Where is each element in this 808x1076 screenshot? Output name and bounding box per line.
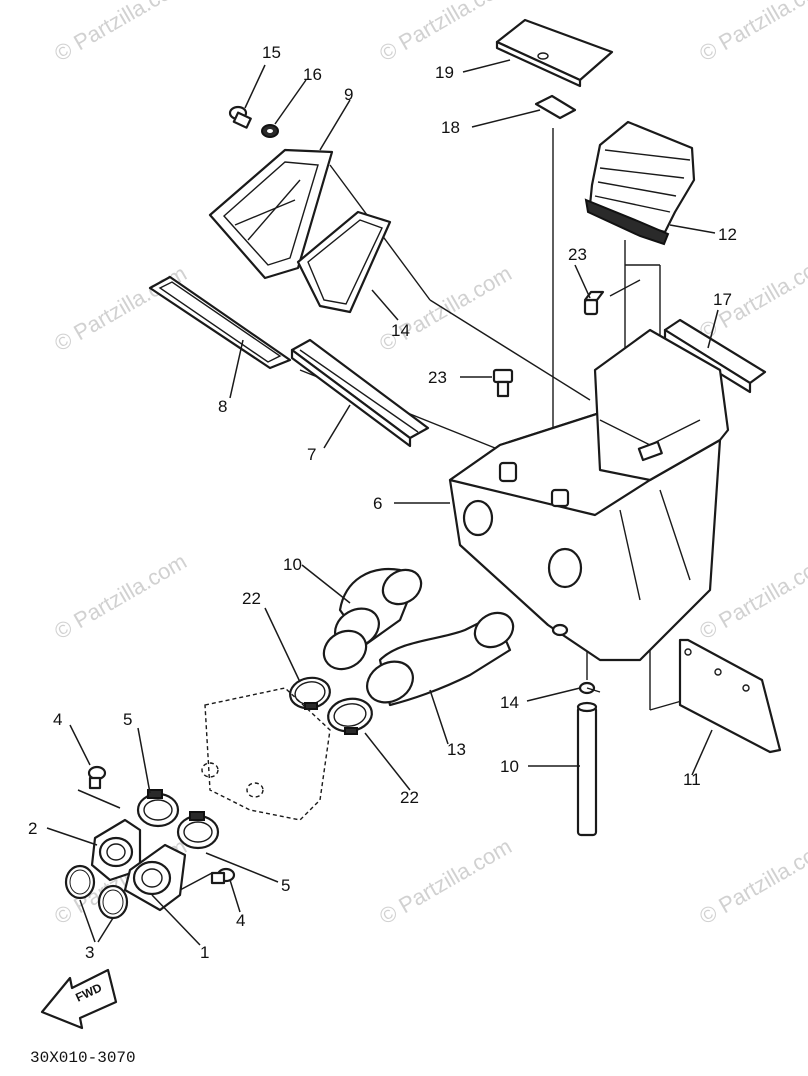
part-9-intake-joint [366,611,515,707]
callout-label-23-lower: 23 [428,368,447,387]
callout-label-16: 14 [391,321,410,340]
callout-label-5-upper: 5 [123,710,132,729]
part-8-filter [148,275,292,370]
diagram-code: 30X010-3070 [30,1049,136,1067]
callout-label-23-upper: 23 [568,245,587,264]
part-10-intake-joint [322,567,423,671]
watermark-text: © Partzilla.com [50,549,191,645]
callout-label-3: 3 [85,943,94,962]
part-1-carb-joint [123,843,187,912]
callout-label-4-lower: 4 [236,911,245,930]
part-3-o-ring-upper [64,864,96,900]
callout-label-12: 10 [500,757,519,776]
callout-label-19: 17 [713,290,732,309]
part-22-clamp-right [327,697,373,735]
callout-label-4-upper: 4 [53,710,62,729]
callout-label-11: 9 [344,85,353,104]
callout-labels: 15 16 9 19 18 12 23 17 14 23 8 7 6 10 22… [28,43,737,962]
callout-label-1: 1 [200,943,209,962]
callout-label-9: 13 [447,740,466,759]
callout-label-17: 15 [262,43,281,62]
part-4-screw-upper [87,765,107,790]
part-5-clamp-upper [136,789,180,828]
callout-label-20: 18 [441,118,460,137]
callout-label-10: 10 [283,555,302,574]
callout-label-21: 19 [435,63,454,82]
part-14-intake-duct [584,120,696,246]
callout-label-13: 14 [500,693,519,712]
engine-outline-reference [201,687,331,821]
part-5-clamp-lower [176,811,220,850]
part-20-pad [534,94,577,120]
part-23-bolt-lower [492,368,514,398]
part-12-drain-tube [576,701,598,837]
watermark-text: © Partzilla.com [695,249,808,345]
callout-label-2: 2 [28,819,37,838]
callout-label-8: 8 [218,397,227,416]
part-11-element-frame [208,148,334,280]
part-16-gasket [296,210,392,314]
callout-label-22-right: 22 [400,788,419,807]
part-3-o-ring-lower [97,884,129,920]
callout-label-7: 7 [307,445,316,464]
part-6-air-box [448,328,730,662]
part-4-screw-lower [210,867,236,885]
watermark-text: © Partzilla.com [695,834,808,930]
watermark-text: © Partzilla.com [375,834,516,930]
part-15-plate [678,638,782,754]
callout-label-5-lower: 5 [281,876,290,895]
callout-label-22-left: 22 [242,589,261,608]
part-17-bolt [228,105,252,129]
part-19-foam-strip [663,318,767,394]
callout-label-6: 6 [373,494,382,513]
part-22-clamp-left [289,676,331,710]
part-18-washer [261,124,279,138]
watermark-text: © Partzilla.com [50,0,191,66]
callout-label-14: 12 [718,225,737,244]
callout-label-15: 11 [683,770,701,789]
watermark-text: © Partzilla.com [695,0,808,66]
watermark-text: © Partzilla.com [375,261,516,357]
watermark-text: © Partzilla.com [375,0,516,66]
part-7-filter-element [290,338,430,448]
part-13-clip [578,681,601,695]
part-21-cover-plate [495,18,614,88]
forward-direction-arrow: FWD [40,968,118,1030]
callout-label-18: 16 [303,65,322,84]
part-23-bolt-upper [583,290,605,316]
leader-lines [46,59,719,946]
watermark-text: © Partzilla.com [50,261,191,357]
